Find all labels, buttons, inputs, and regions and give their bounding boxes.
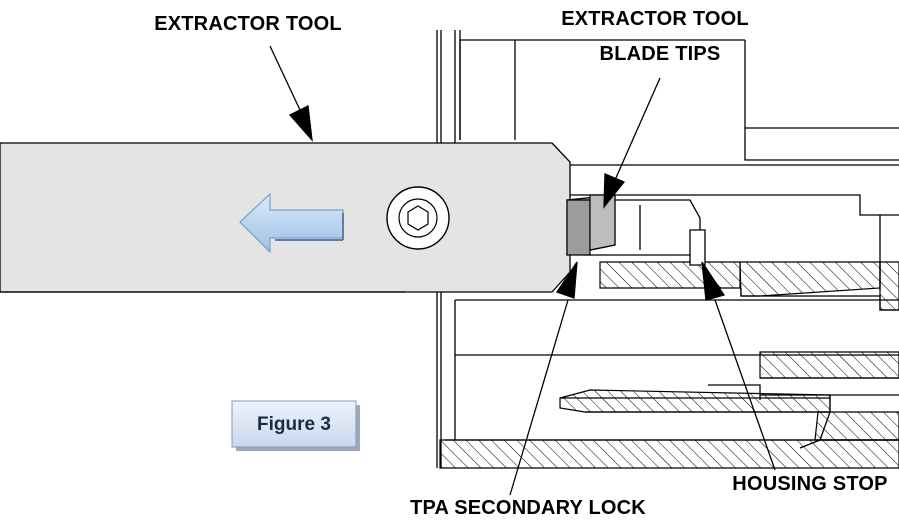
housing-stop-label: HOUSING STOP: [732, 473, 887, 495]
screw-icon: [386, 186, 450, 250]
figure-badge: Figure 3: [231, 400, 360, 451]
blade-tips-label-line2: BLADE TIPS: [600, 43, 721, 65]
extractor-tool-label: EXTRACTOR TOOL: [154, 13, 342, 35]
tpa-secondary-lock-label: TPA SECONDARY LOCK: [410, 497, 646, 519]
housing-hatched-sections: [439, 211, 899, 469]
blade-tips-label-line1: EXTRACTOR TOOL: [561, 8, 749, 30]
direction-arrow-left-icon: [239, 192, 344, 254]
figure-label: Figure 3: [257, 414, 331, 435]
leader-lines: [269, 45, 776, 496]
extractor-blade-tips: [566, 194, 616, 256]
